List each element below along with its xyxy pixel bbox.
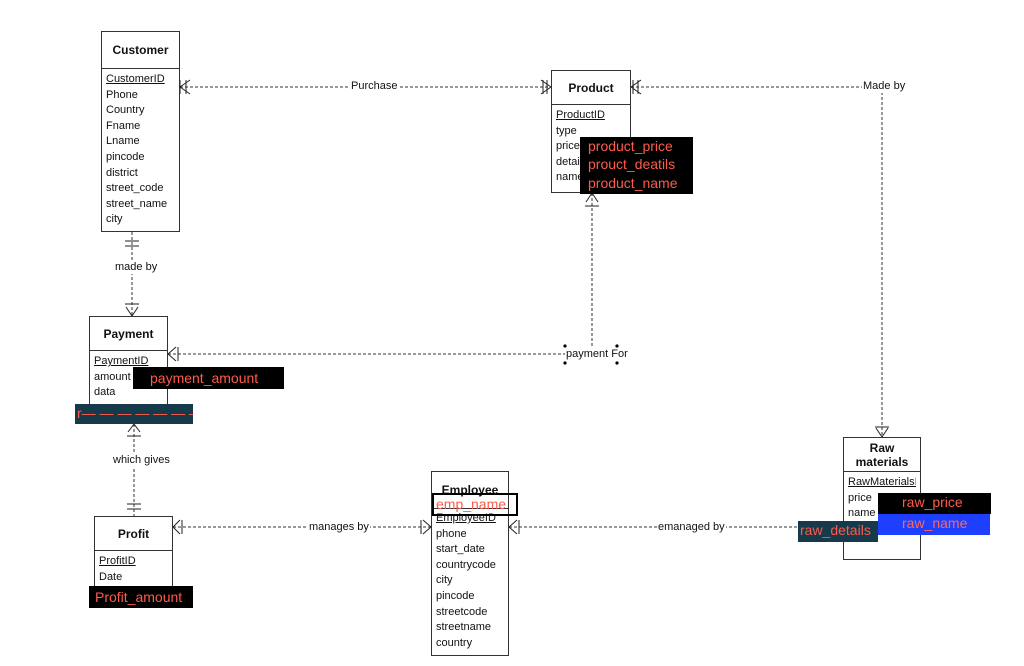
- attribute: price: [848, 491, 872, 504]
- attribute: CustomerID: [106, 73, 165, 85]
- attribute: Lname: [106, 135, 140, 148]
- relationship-made-by-top: Made by: [862, 80, 907, 93]
- attribute: amount: [94, 370, 131, 383]
- entity-customer[interactable]: Customer CustomerID Phone Country Fname …: [101, 31, 180, 232]
- overlay-emp-name: emp_name: [432, 493, 518, 516]
- relationship-purchase: Purchase: [350, 80, 399, 93]
- relationship-manages-by: manages by: [308, 521, 370, 534]
- overlay-product-price: product_price: [580, 137, 693, 155]
- entity-employee[interactable]: Employee EmployeeID phone start_date cou…: [431, 471, 509, 656]
- attribute: details: [556, 155, 588, 168]
- attribute: city: [436, 574, 453, 587]
- attribute: country: [436, 636, 473, 649]
- attribute: Fname: [106, 119, 141, 132]
- overlay-raw-name: raw_name: [878, 514, 990, 535]
- attribute: type: [556, 124, 577, 137]
- attribute: PaymentID: [94, 355, 149, 367]
- attribute: ProductID: [556, 109, 605, 121]
- attribute: RawMaterialsID: [848, 476, 916, 488]
- attribute: price: [556, 140, 580, 153]
- entity-title: Product: [552, 71, 630, 105]
- attribute: Country: [106, 104, 145, 117]
- entity-profit[interactable]: Profit ProfitID Date: [94, 516, 173, 591]
- attribute: district: [106, 166, 138, 179]
- relationship-which-gives: which gives: [112, 454, 171, 467]
- attribute: phone: [436, 527, 467, 540]
- entity-title: Raw materials: [844, 438, 920, 472]
- overlay-payment-dashes: r— — — — — — —: [75, 404, 193, 424]
- attribute: name: [556, 171, 584, 184]
- attribute: street_name: [106, 197, 168, 210]
- attribute: pincode: [436, 589, 475, 602]
- attribute: pincode: [106, 150, 145, 163]
- attribute: streetcode: [436, 605, 488, 618]
- attribute: name: [848, 507, 876, 520]
- overlay-raw-price: raw_price: [878, 493, 991, 514]
- overlay-prouct-deatils: prouct_deatils: [580, 155, 693, 174]
- relationship-payment-for: payment For: [565, 348, 629, 361]
- attribute: streetname: [436, 621, 492, 634]
- attribute: Date: [99, 570, 123, 583]
- entity-title: Customer: [102, 32, 179, 69]
- entity-title: Profit: [95, 517, 172, 551]
- attribute: countrycode: [436, 558, 496, 571]
- relationship-emanaged-by: emanaged by: [657, 521, 726, 534]
- relationship-made-by-left: made by: [114, 261, 159, 274]
- attribute: Phone: [106, 88, 138, 101]
- overlay-profit-amount: Profit_amount: [89, 586, 193, 608]
- attribute: start_date: [436, 543, 485, 556]
- entity-title: Payment: [90, 317, 167, 351]
- attribute: ProfitID: [99, 555, 136, 567]
- attribute: data: [94, 386, 116, 399]
- overlay-product-name: product_name: [580, 174, 693, 194]
- overlay-payment-amount: payment_amount: [133, 367, 284, 389]
- attribute: street_code: [106, 182, 164, 195]
- attribute: city: [106, 213, 123, 226]
- overlay-raw-details: raw_details: [798, 521, 878, 542]
